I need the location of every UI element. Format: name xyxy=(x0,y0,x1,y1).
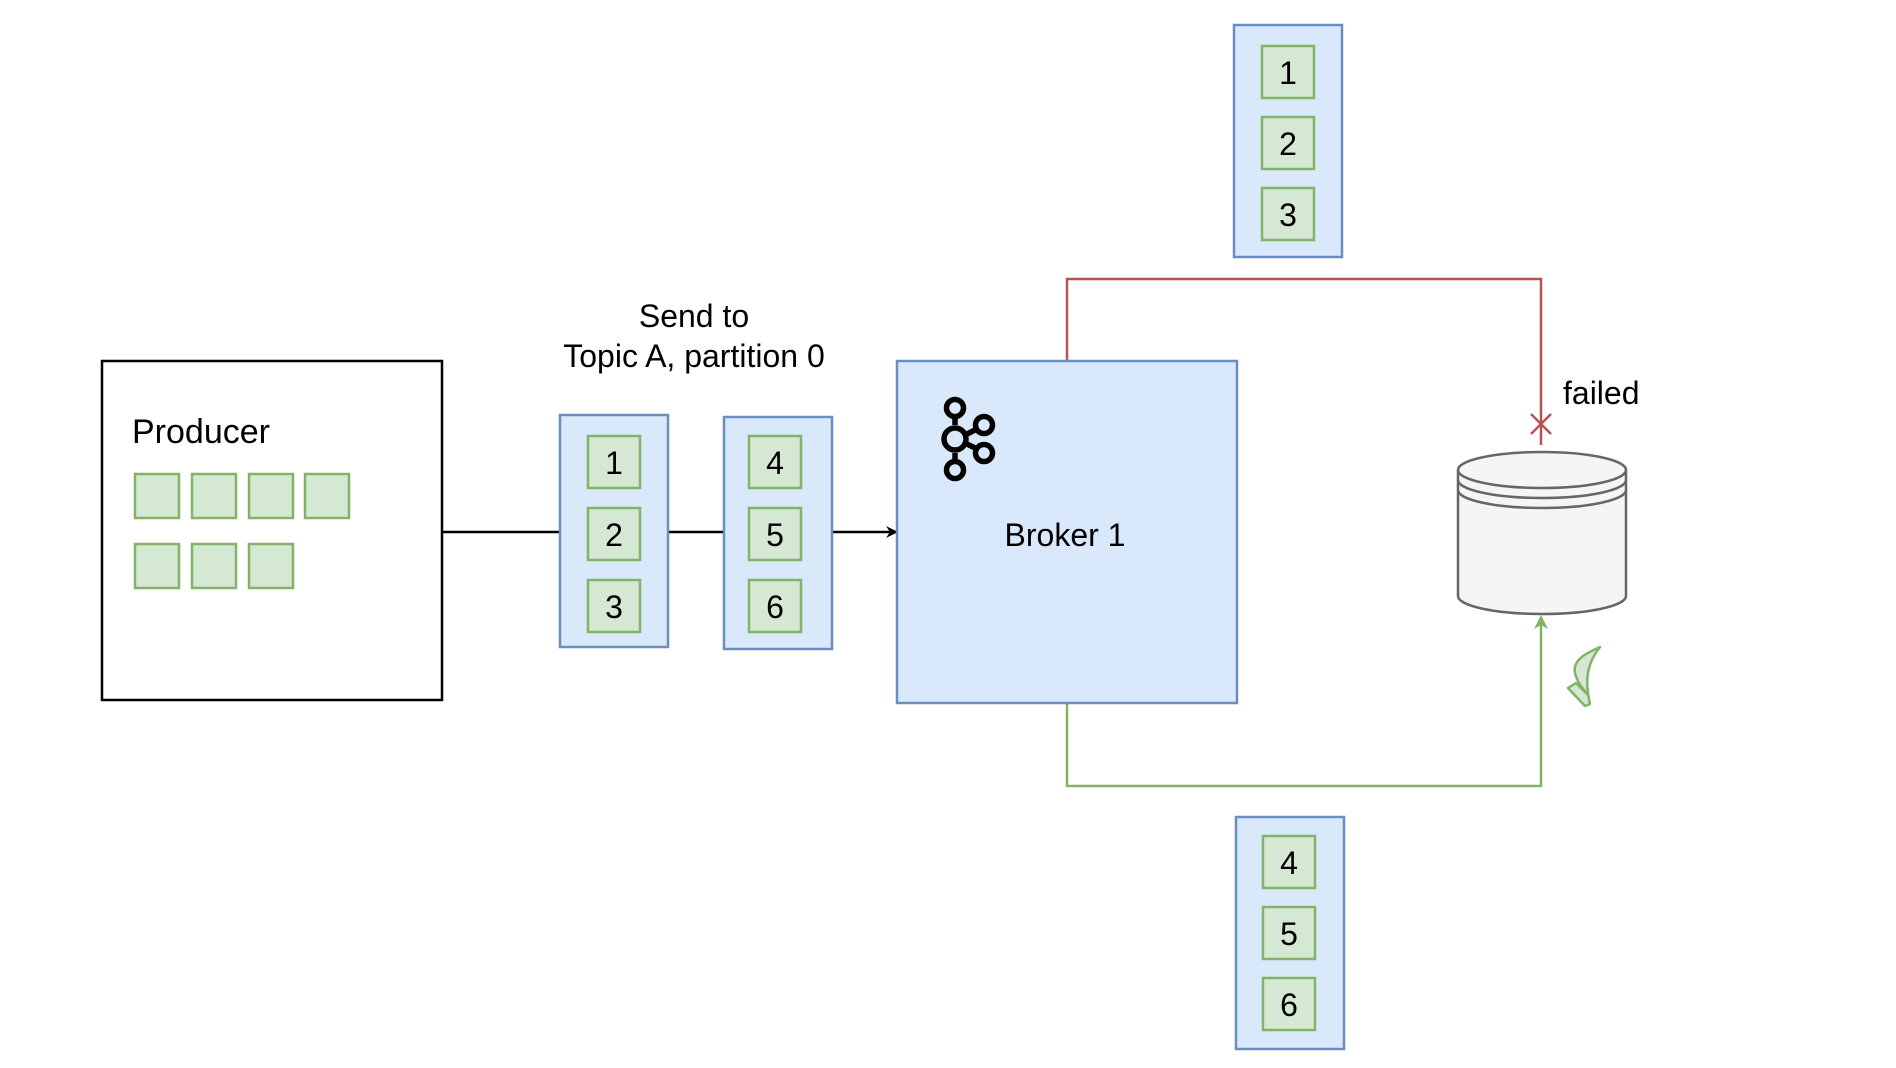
kafka-icon xyxy=(941,396,996,482)
send-to-line-2: Topic A, partition 0 xyxy=(563,338,824,374)
batch-message-number: 1 xyxy=(1279,55,1297,91)
producer-label: Producer xyxy=(132,413,270,451)
producer-message xyxy=(190,472,238,520)
checkmark-icon xyxy=(1566,645,1602,708)
producer-box: Producer xyxy=(100,359,444,702)
producer-message xyxy=(133,472,181,520)
batch-failed: 1 2 3 xyxy=(1232,23,1344,259)
batch-message-number: 4 xyxy=(1280,845,1298,881)
batch-message: 2 xyxy=(586,506,642,562)
broker-box: Broker 1 xyxy=(895,359,1239,705)
batch-message-number: 1 xyxy=(605,445,623,481)
send-to-label: Send to Topic A, partition 0 xyxy=(563,298,824,374)
batch-in-flight-b: 4 5 6 xyxy=(722,415,834,651)
batch-message: 5 xyxy=(1261,905,1317,961)
database-icon xyxy=(1456,450,1628,616)
success-path-line xyxy=(1065,615,1548,788)
batch-message: 3 xyxy=(1260,186,1316,242)
batch-message-number: 5 xyxy=(1280,916,1298,952)
batch-in-flight-a: 1 2 3 xyxy=(558,413,670,649)
send-to-line-1: Send to xyxy=(639,298,749,334)
producer-message xyxy=(190,542,238,590)
producer-message xyxy=(133,542,181,590)
batch-message-number: 3 xyxy=(605,589,623,625)
batch-message-number: 4 xyxy=(766,445,784,481)
batch-message: 5 xyxy=(747,506,803,562)
batch-message-number: 2 xyxy=(605,517,623,553)
producer-message xyxy=(247,542,295,590)
batch-message-number: 5 xyxy=(766,517,784,553)
batch-message-number: 2 xyxy=(1279,126,1297,162)
batch-message: 1 xyxy=(1260,44,1316,100)
batch-message: 2 xyxy=(1260,115,1316,171)
batch-message-number: 3 xyxy=(1279,197,1297,233)
batch-message: 6 xyxy=(1261,976,1317,1032)
broker-label: Broker 1 xyxy=(1005,517,1126,553)
batch-message: 3 xyxy=(586,578,642,634)
failed-x-marker xyxy=(1530,413,1552,435)
producer-message xyxy=(247,472,295,520)
batch-message-number: 6 xyxy=(1280,987,1298,1023)
producer-message xyxy=(303,472,351,520)
failed-label: failed xyxy=(1563,375,1640,411)
batch-succeeded: 4 5 6 xyxy=(1234,815,1346,1051)
producer-message-grid xyxy=(133,472,351,590)
batch-message-number: 6 xyxy=(766,589,784,625)
batch-message: 1 xyxy=(586,434,642,490)
batch-message: 4 xyxy=(1261,834,1317,890)
batch-message: 6 xyxy=(747,578,803,634)
failed-path-line xyxy=(1065,277,1543,445)
batch-message: 4 xyxy=(747,434,803,490)
